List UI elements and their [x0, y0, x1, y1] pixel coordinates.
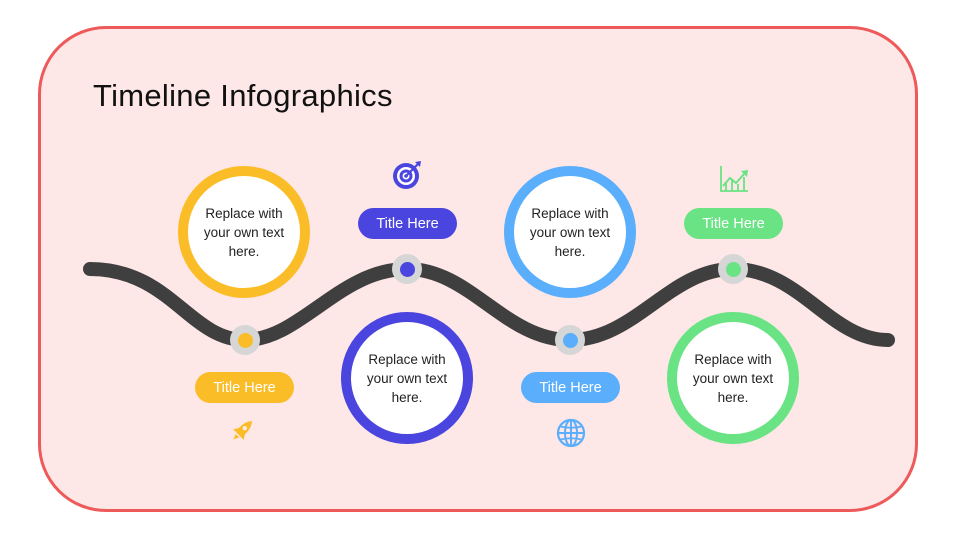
step-3-node — [555, 325, 585, 355]
step-1-node-dot — [237, 332, 253, 348]
step-1-circle: Replace with your own text here. — [178, 166, 310, 298]
step-2-title: Title Here — [358, 208, 457, 239]
step-4-text: Replace with your own text here. — [692, 351, 774, 405]
step-4-title: Title Here — [684, 208, 783, 239]
step-3-circle: Replace with your own text here. — [504, 166, 636, 298]
step-3-node-dot — [562, 332, 578, 348]
step-2-text: Replace with your own text here. — [366, 351, 448, 405]
rocket-icon — [233, 421, 252, 440]
step-2-node — [392, 254, 422, 284]
step-4-node — [718, 254, 748, 284]
target-icon — [393, 161, 421, 189]
globe-icon — [556, 418, 586, 448]
step-3-title: Title Here — [521, 372, 620, 403]
step-4-circle: Replace with your own text here. — [667, 312, 799, 444]
step-1-title: Title Here — [195, 372, 294, 403]
growth-chart-icon — [720, 166, 748, 192]
step-3-text: Replace with your own text here. — [529, 205, 611, 259]
step-1-node — [230, 325, 260, 355]
slide-title: Timeline Infographics — [93, 78, 393, 113]
step-1-text: Replace with your own text here. — [203, 205, 285, 259]
step-2-circle: Replace with your own text here. — [341, 312, 473, 444]
step-4-node-dot — [725, 261, 741, 277]
step-2-node-dot — [399, 261, 415, 277]
timeline-path — [83, 261, 895, 348]
